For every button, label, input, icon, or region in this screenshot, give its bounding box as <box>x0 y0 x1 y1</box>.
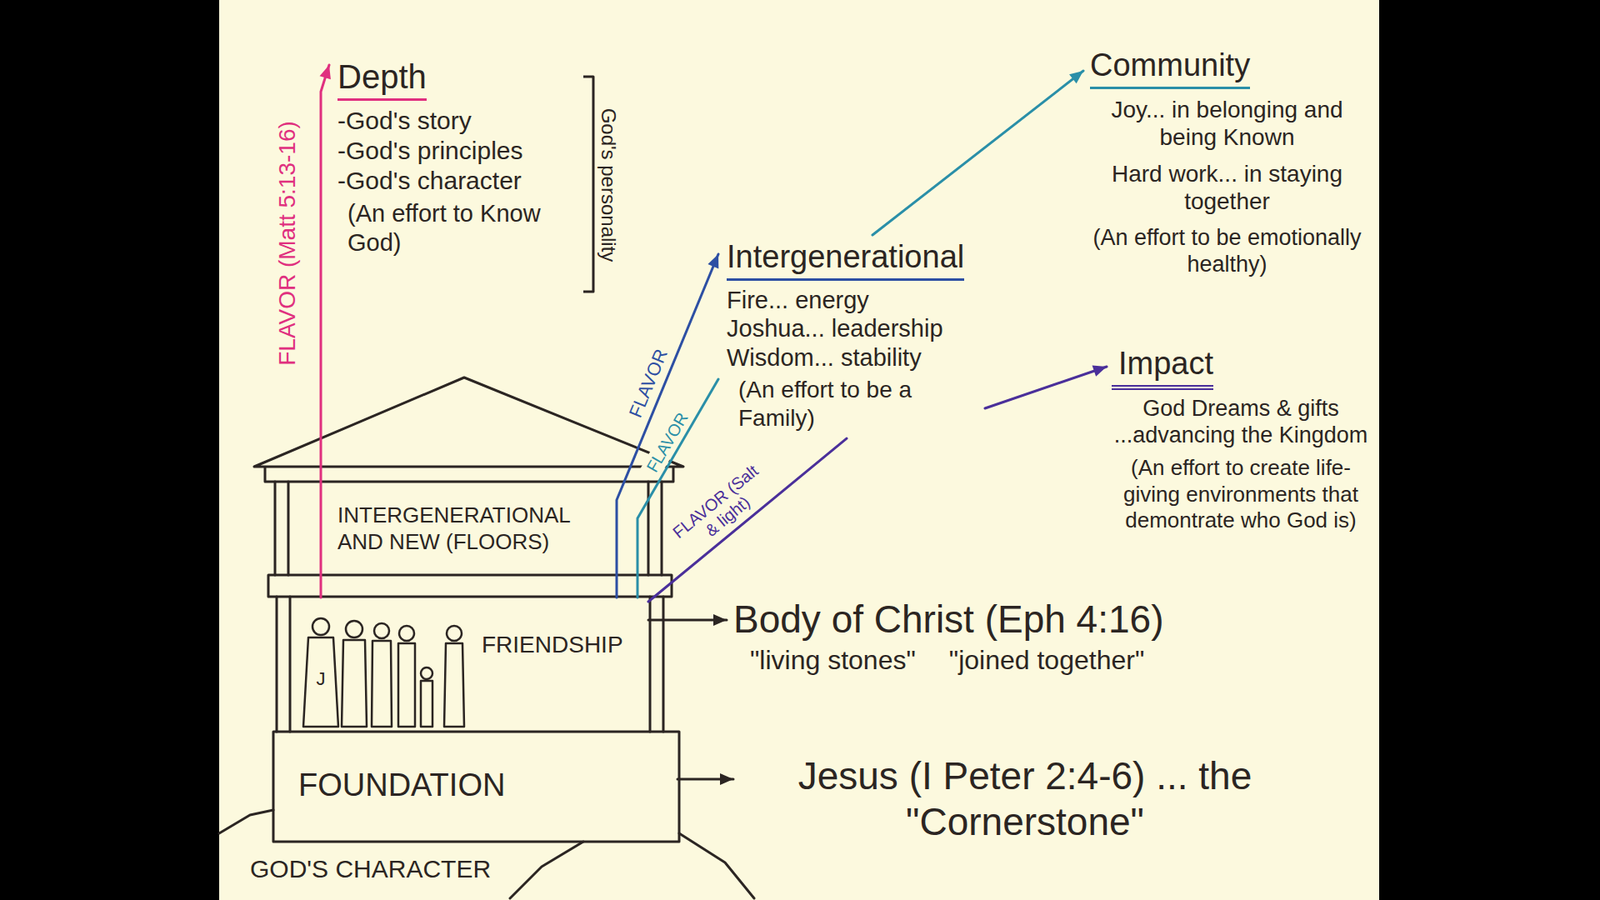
heading: Community <box>1090 46 1250 90</box>
community-group: CommunityJoy... in belonging and being K… <box>1083 41 1371 284</box>
body-text: God Dreams & gifts ...advancing the King… <box>1111 395 1370 450</box>
edge-label: FLAVOR (Matt 5:13-16) <box>273 117 302 370</box>
figure-head <box>312 618 330 635</box>
body-text: Wisdom... stability <box>726 343 979 373</box>
people-figures <box>303 618 465 727</box>
body-text: -God's story <box>337 105 573 136</box>
figure-initial: J <box>316 669 326 690</box>
connector <box>648 438 847 602</box>
arrowhead <box>320 65 331 80</box>
connector <box>320 65 331 598</box>
connector-line <box>637 379 719 598</box>
foundation-floor: FOUNDATION <box>275 731 678 840</box>
floor-label: INTERGENERATIONAL AND NEW (FLOORS) <box>337 501 605 556</box>
body-text: Jesus (I Peter 2:4-6) ... the "Cornersto… <box>740 753 1310 845</box>
arrowhead <box>1069 70 1084 84</box>
figure-robe <box>303 637 339 727</box>
building <box>219 377 755 899</box>
floor-label: FOUNDATION <box>298 766 671 805</box>
figure-head <box>399 625 415 641</box>
figure-body <box>444 643 465 727</box>
figure-head <box>374 623 390 639</box>
lower-posts <box>276 596 664 732</box>
figure-body <box>341 640 367 727</box>
ground-label: GOD'S CHARACTER <box>250 855 491 883</box>
figure-body <box>420 680 433 727</box>
body-text: Joshua... leadership <box>726 314 979 344</box>
body-text: Fire... energy <box>726 285 979 315</box>
body-text: Hard work... in staying together <box>1090 160 1365 216</box>
floor-label: FRIENDSHIP <box>481 630 642 660</box>
body-of-christ-group: Body of Christ (Eph 4:16)"living stones"… <box>726 593 1260 680</box>
connector <box>872 70 1084 235</box>
floor-slab <box>268 575 672 597</box>
body-text: (An effort to Know God) <box>337 199 573 258</box>
connector-line <box>320 65 330 598</box>
connector <box>648 614 727 626</box>
body-text: (An effort to be a Family) <box>726 375 979 432</box>
body-text: -God's character <box>337 165 573 196</box>
figure-head <box>345 620 363 638</box>
body-text: "living stones" <box>733 644 916 676</box>
figure-body <box>398 643 415 727</box>
arrowhead <box>1092 365 1107 377</box>
figure-head <box>446 625 462 641</box>
rock-hills <box>219 810 755 899</box>
heading: Depth <box>337 56 427 101</box>
roof <box>254 377 684 482</box>
body-text: "joined together" <box>915 644 1145 676</box>
heading: Body of Christ (Eph 4:16) <box>733 596 1254 643</box>
upper-floor: INTERGENERATIONAL AND NEW (FLOORS) <box>275 483 659 574</box>
arrowhead <box>707 254 719 269</box>
connector-line <box>648 438 847 602</box>
body-text: (An effort to create life-giving environ… <box>1111 455 1370 534</box>
figure-head <box>420 667 433 680</box>
figure-body <box>371 640 392 727</box>
connector <box>637 379 719 598</box>
body-text: (An effort to be emotionally healthy) <box>1090 224 1365 279</box>
connector <box>677 773 734 785</box>
body-text: Joy... in belonging and being Known <box>1090 95 1365 152</box>
connector-line <box>985 366 1107 409</box>
body-text: -God's principles <box>337 135 573 166</box>
bracket-label: God's personality <box>597 108 620 263</box>
friendship-floor: FRIENDSHIP <box>291 597 649 729</box>
depth-group: Depth -God's story-God's principles-God's… <box>329 51 580 265</box>
connector-line <box>872 70 1084 235</box>
upper-posts <box>275 481 662 575</box>
foundation-block <box>273 731 680 842</box>
connector <box>985 365 1107 409</box>
arrowhead <box>720 773 734 785</box>
bracket <box>583 76 594 292</box>
heading: Impact <box>1111 345 1214 390</box>
heading: Intergenerational <box>726 238 965 281</box>
arrowhead <box>713 614 727 626</box>
jesus-group: Jesus (I Peter 2:4-6) ... the "Cornersto… <box>733 750 1317 849</box>
intergenerational-group: IntergenerationalFire... energyJoshua...… <box>718 235 985 439</box>
impact-group: ImpactGod Dreams & gifts ...advancing th… <box>1106 341 1375 537</box>
